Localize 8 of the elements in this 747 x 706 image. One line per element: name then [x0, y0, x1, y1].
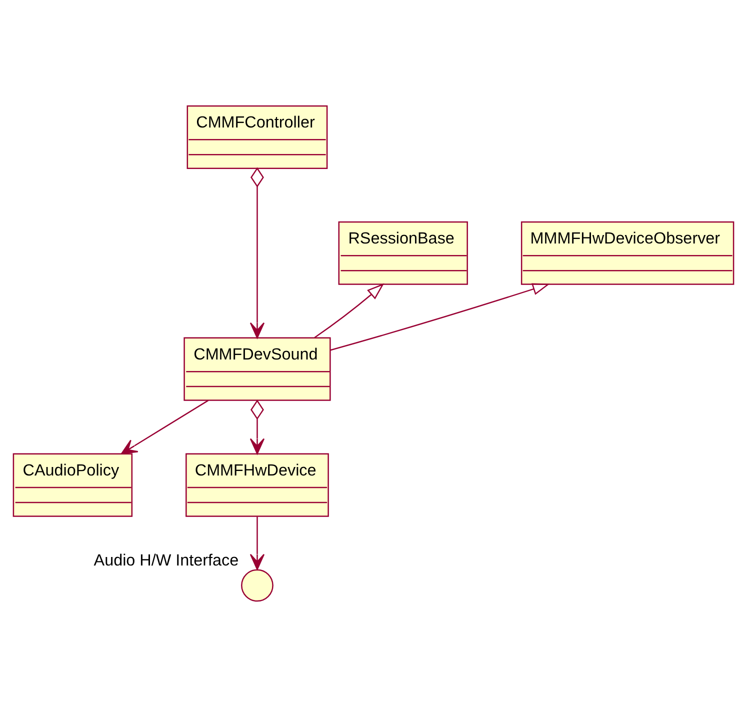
node-label: Audio H/W Interface: [94, 550, 239, 569]
arrow: [250, 166, 265, 338]
arrow: [250, 399, 265, 454]
arrow: [120, 399, 209, 454]
arrow: [314, 282, 384, 338]
arrow: [330, 282, 550, 350]
node-circle: [241, 568, 274, 602]
arrow: [250, 516, 265, 570]
